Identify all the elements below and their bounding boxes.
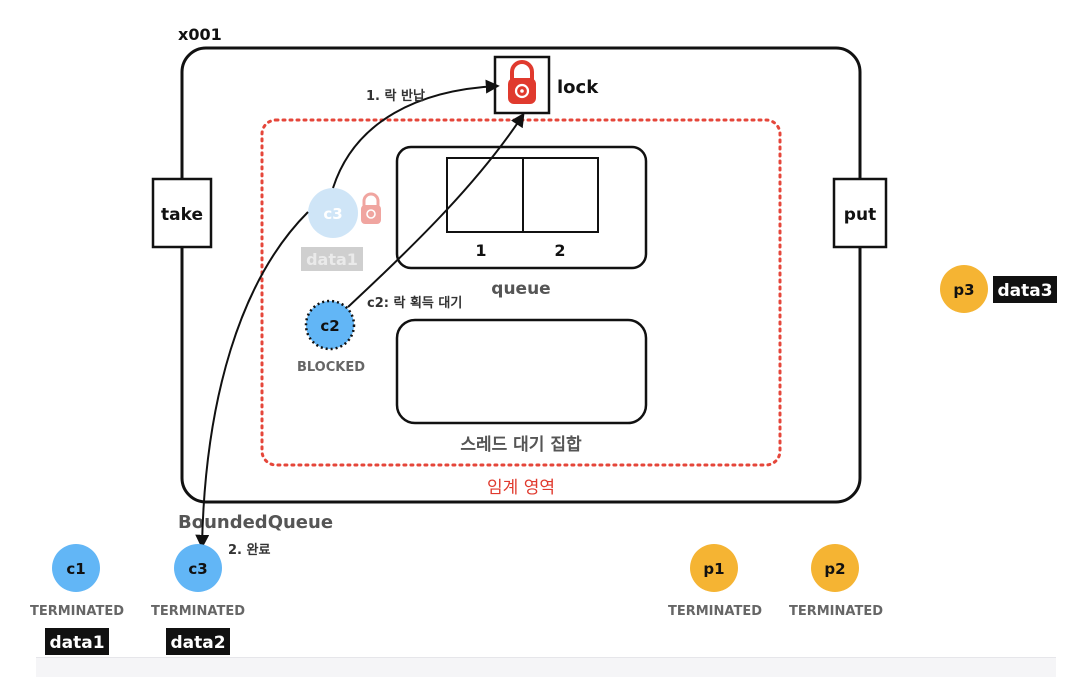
lock-return-arrow (332, 79, 500, 189)
lock-label: lock (557, 77, 599, 98)
wait-set-label: 스레드 대기 집합 (460, 434, 582, 455)
class-name-label: BoundedQueue (178, 512, 333, 533)
c1-data-tag (45, 628, 109, 655)
c3-data-label: data2 (170, 633, 225, 653)
c3-ghost-circle (308, 188, 358, 238)
p1-circle (690, 544, 738, 592)
queue-label: queue (491, 279, 550, 299)
c1-state-label: TERMINATED (30, 604, 124, 619)
c3-ghost-data-label: data1 (306, 250, 358, 269)
p1-state-label: TERMINATED (668, 604, 762, 619)
take-method-box (151, 177, 213, 249)
p2-label: p2 (824, 560, 845, 578)
queue-slot-2 (522, 157, 599, 233)
c2-note-label: c2: 락 획득 대기 (367, 295, 462, 311)
c3-complete-arrow (195, 211, 309, 549)
put-method-label: put (844, 205, 876, 225)
bounded-queue-box (180, 46, 862, 504)
c1-circle (52, 544, 100, 592)
queue-slot-1-index: 1 (475, 241, 486, 260)
p3-data-label: data3 (997, 281, 1052, 301)
c3-data-tag (166, 628, 230, 655)
p3-circle (940, 265, 988, 313)
take-method-label: take (161, 205, 203, 225)
c2-label: c2 (320, 317, 339, 335)
c1-label: c1 (66, 560, 85, 578)
p2-state-label: TERMINATED (789, 604, 883, 619)
c3-label: c3 (188, 560, 207, 578)
bottom-panel-edge (36, 657, 1056, 677)
padlock-icon (361, 192, 381, 224)
wait-set-box (395, 318, 648, 425)
p3-label: p3 (953, 281, 974, 299)
c2-circle (304, 299, 356, 351)
p3-data-tag (993, 276, 1057, 303)
critical-section-label: 임계 영역 (487, 478, 555, 498)
p1-label: p1 (703, 560, 724, 578)
c1-data-label: data1 (49, 633, 104, 653)
c3-ghost-label: c3 (323, 205, 342, 223)
padlock-icon (508, 60, 536, 104)
c2-state-label: BLOCKED (297, 360, 365, 375)
step-2-label: 2. 완료 (228, 543, 270, 558)
c3-ghost-data-tag (301, 247, 363, 271)
step-1-label: 1. 락 반납 (366, 88, 425, 104)
c2-wait-lock-arrow (347, 112, 525, 308)
put-method-box (832, 177, 888, 249)
queue-slot-2-index: 2 (554, 241, 565, 260)
c3-circle (174, 544, 222, 592)
queue-slot-1 (446, 157, 524, 233)
instance-ref-label: x001 (178, 25, 222, 44)
c3-state-label: TERMINATED (151, 604, 245, 619)
p2-circle (811, 544, 859, 592)
